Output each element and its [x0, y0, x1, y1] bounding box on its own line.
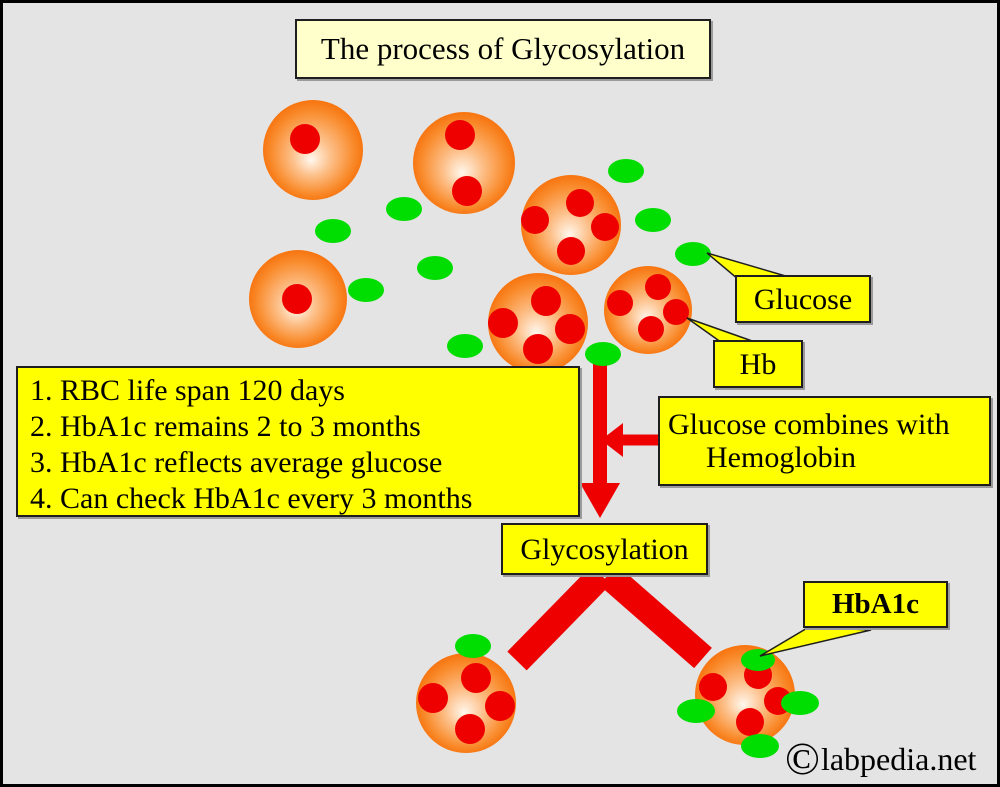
hemoglobin-dot: [638, 316, 664, 342]
glucose-oval: [348, 278, 384, 302]
glucose-oval: [315, 219, 351, 243]
fact-line-3: 3. HbA1c reflects average glucose: [30, 446, 443, 479]
hemoglobin-dot: [566, 189, 594, 217]
fact-line-1: 1. RBC life span 120 days: [30, 374, 345, 407]
hemoglobin-dot: [523, 334, 553, 364]
combine-line-2: Hemoglobin: [706, 441, 856, 474]
hemoglobin-dot: [445, 120, 475, 150]
copyright-icon: ©: [785, 733, 820, 784]
glycosylation-label: Glycosylation: [520, 532, 689, 566]
hemoglobin-dot: [485, 691, 515, 721]
glucose-oval: [585, 342, 621, 366]
red-arrowhead: [601, 423, 623, 457]
page-title: The process of Glycosylation: [320, 30, 686, 66]
hemoglobin-dot: [557, 237, 585, 265]
copyright: © labpedia.net: [785, 736, 976, 782]
callout-pointer: [759, 626, 872, 657]
hba1c-label: HbA1c: [832, 587, 919, 620]
hemoglobin-dot: [418, 683, 448, 713]
combine-line-1: Glucose combines with: [668, 408, 950, 441]
hemoglobin-dot: [488, 308, 518, 338]
attached-glucose-oval: [455, 634, 491, 658]
red-arrow-line: [507, 565, 611, 671]
facts-box: 1. RBC life span 120 days 2. HbA1c remai…: [16, 366, 580, 517]
red-arrowhead: [580, 483, 620, 518]
hemoglobin-dot: [282, 284, 312, 314]
hemoglobin-dot: [699, 673, 727, 701]
title-box: The process of Glycosylation: [295, 19, 711, 79]
glucose-combines-box: Glucose combines with Hemoglobin: [658, 396, 991, 486]
glucose-oval: [635, 208, 671, 232]
attached-glucose-oval: [781, 691, 819, 715]
hemoglobin-dot: [555, 314, 585, 344]
hemoglobin-dot: [645, 274, 671, 300]
red-arrow-line: [599, 564, 712, 669]
glucose-oval: [386, 197, 422, 221]
hb-callout-box: Hb: [713, 340, 803, 388]
glucose-oval: [417, 256, 453, 280]
glucose-oval: [675, 242, 711, 266]
attached-glucose-oval: [741, 734, 779, 758]
hemoglobin-dot: [736, 708, 764, 736]
hemoglobin-dot: [663, 299, 689, 325]
hemoglobin-dot: [531, 286, 561, 316]
hemoglobin-dot: [591, 213, 619, 241]
glucose-oval: [608, 159, 644, 183]
hemoglobin-dot: [290, 124, 320, 154]
glucose-callout-box: Glucose: [735, 275, 871, 323]
hemoglobin-dot: [521, 206, 549, 234]
rbc-cell: [521, 175, 621, 275]
hemoglobin-dot: [461, 663, 491, 693]
attached-glucose-oval: [677, 699, 715, 723]
hemoglobin-dot: [455, 714, 485, 744]
rbc-cell: [488, 273, 588, 373]
glucose-label: Glucose: [753, 282, 853, 316]
fact-line-4: 4. Can check HbA1c every 3 months: [30, 482, 473, 515]
glycosylation-box: Glycosylation: [501, 523, 708, 575]
rbc-cell: [413, 112, 515, 214]
glucose-oval: [447, 334, 483, 358]
fact-line-2: 2. HbA1c remains 2 to 3 months: [30, 410, 421, 443]
copyright-text: labpedia.net: [820, 740, 977, 777]
hemoglobin-dot: [607, 290, 633, 316]
hemoglobin-dot: [452, 176, 482, 206]
hba1c-callout-box: HbA1c: [803, 581, 948, 628]
hb-label: Hb: [739, 347, 777, 381]
